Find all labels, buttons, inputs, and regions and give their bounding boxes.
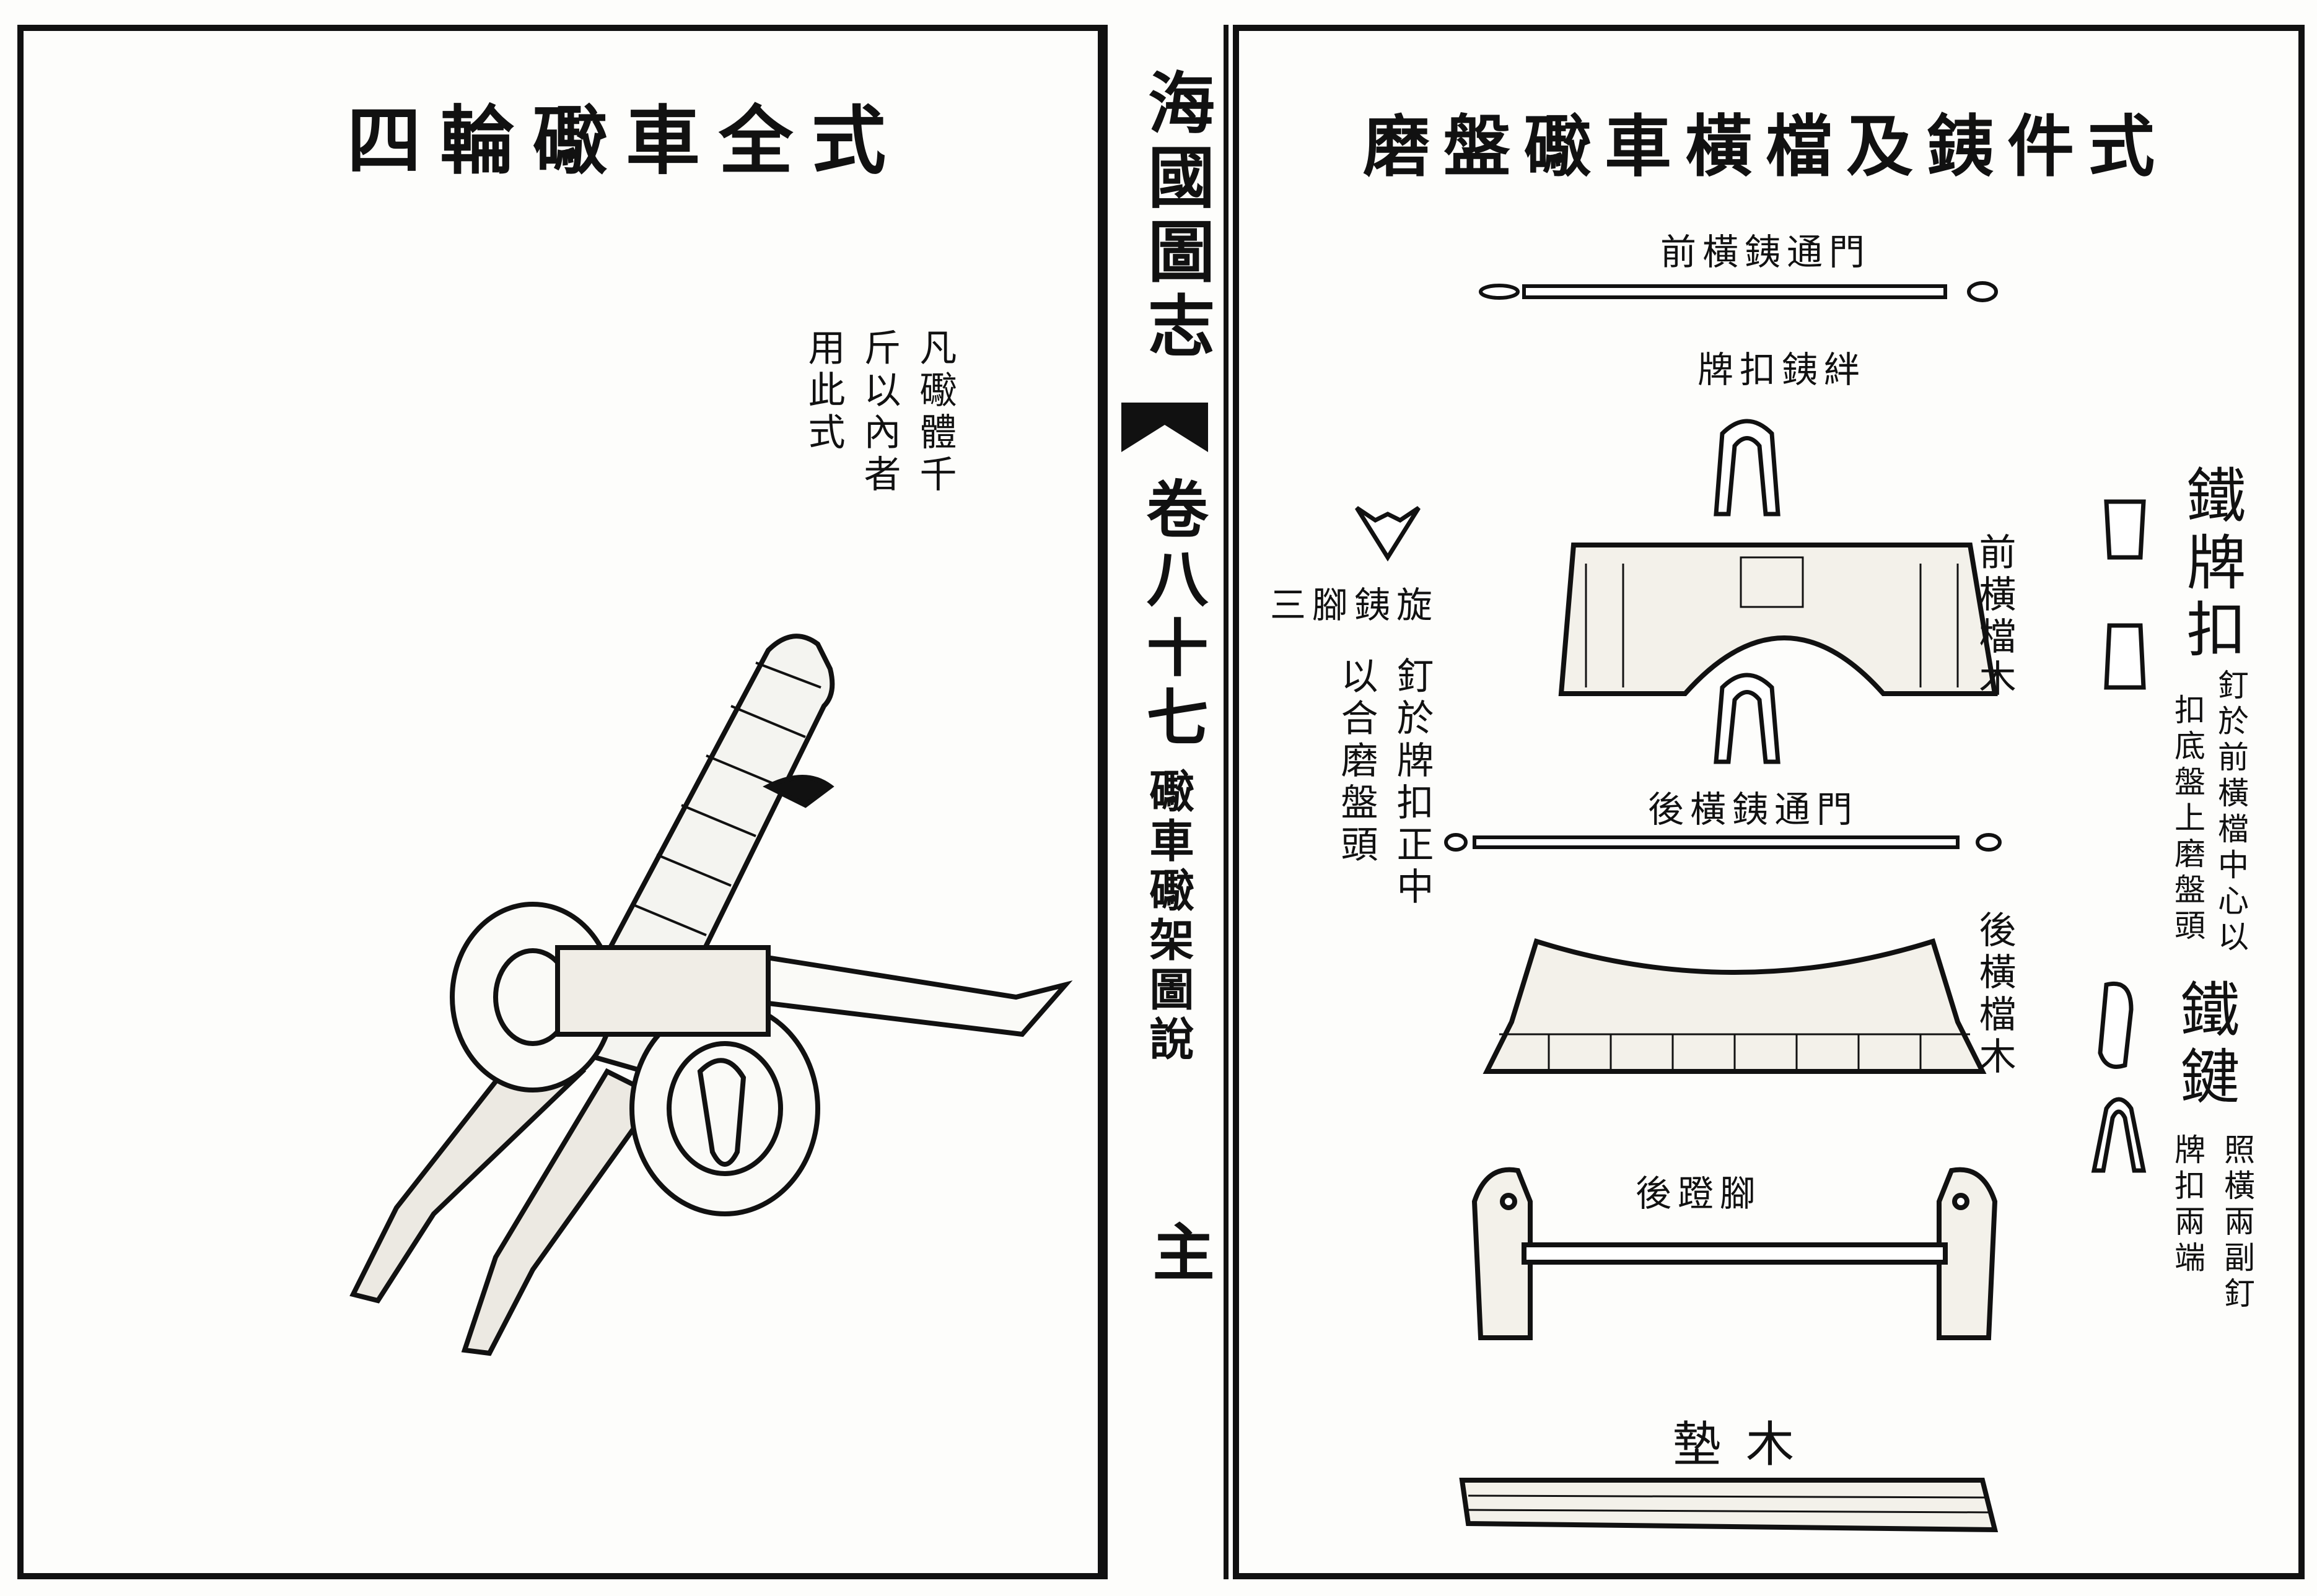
iron-key-drawing: [2091, 982, 2147, 1173]
right-page-title: 磨盤礮車橫檔及銕件式: [1363, 108, 2169, 186]
fishtail-mark: [1121, 403, 1208, 452]
tripod-drawing: [1355, 506, 1421, 562]
left-page-title: 四輪礮車全式: [347, 97, 904, 185]
right-page-border: [1233, 25, 2305, 1579]
iron-key-label: 鐵鍵: [2170, 979, 2240, 1112]
rear-foot-label: 後蹬腳: [1636, 1172, 1763, 1214]
iron-plate-clasp-note-col-1: 釘於前橫檔中心以: [2213, 669, 2249, 956]
left-note-col-3: 用此式: [802, 328, 845, 455]
iron-key-note-col-2: 牌扣兩端: [2170, 1133, 2205, 1277]
section-label: 礮車礮架圖說: [1142, 768, 1194, 1065]
rear-bar-label: 後橫銕通門: [1648, 788, 1859, 831]
plate-clasp-label: 牌扣銕絆: [1697, 349, 1867, 391]
spine: 海國圖志 卷八十七 礮車礮架圖說 主: [1109, 56, 1220, 1480]
left-note-col-2: 斤以內者: [857, 328, 901, 497]
front-bar-drawing: [1479, 281, 1998, 302]
rear-beam-drawing: [1483, 938, 1987, 1074]
rear-bar-drawing: [1444, 833, 2002, 852]
front-beam-drawing: [1558, 543, 1998, 696]
iron-plate-clasp-note-col-2: 扣底盤上磨盤頭: [2170, 694, 2205, 945]
volume-label: 卷八十七: [1136, 477, 1209, 754]
front-beam-label: 前橫檔木: [1973, 533, 2016, 701]
page-number: 主: [1142, 1220, 1215, 1289]
plate-clasp-drawing-top: [1714, 419, 1780, 517]
left-page-border: [17, 25, 1108, 1579]
front-bar-label: 前橫銕通門: [1660, 231, 1872, 273]
rear-beam-label: 後橫檔木: [1973, 910, 2016, 1079]
pad-wood-label: 墊木: [1673, 1417, 1820, 1473]
left-note-col-1: 凡礮體千: [913, 328, 957, 497]
tripod-note-col-2: 以合磨盤頭: [1334, 656, 1378, 867]
spine-rule-left: [1098, 25, 1103, 1579]
right-page: 磨盤礮車橫檔及銕件式 前橫銕通門 牌扣銕絆 前橫檔木: [1239, 43, 2286, 1555]
spine-rule-right: [1224, 25, 1229, 1579]
tripod-note-col-1: 釘於牌扣正中: [1390, 656, 1434, 909]
rear-foot-drawing: [1471, 1167, 1998, 1340]
plate-clasp-drawing-bottom: [1714, 673, 1780, 764]
left-page: 四輪礮車全式 凡礮體千 斤以內者 用此式: [25, 43, 1090, 1555]
tripod-label: 三腳銕旋: [1270, 584, 1439, 626]
iron-key-note-col-1: 照橫兩副釘: [2219, 1133, 2255, 1313]
pad-wood-drawing: [1459, 1478, 1999, 1533]
cannon-carriage-illustration: [349, 634, 1073, 1356]
iron-plate-clasp-label: 鐵牌扣: [2176, 464, 2246, 665]
iron-plate-clasp-drawing: [2104, 499, 2146, 690]
book-title: 海國圖志: [1137, 68, 1215, 365]
